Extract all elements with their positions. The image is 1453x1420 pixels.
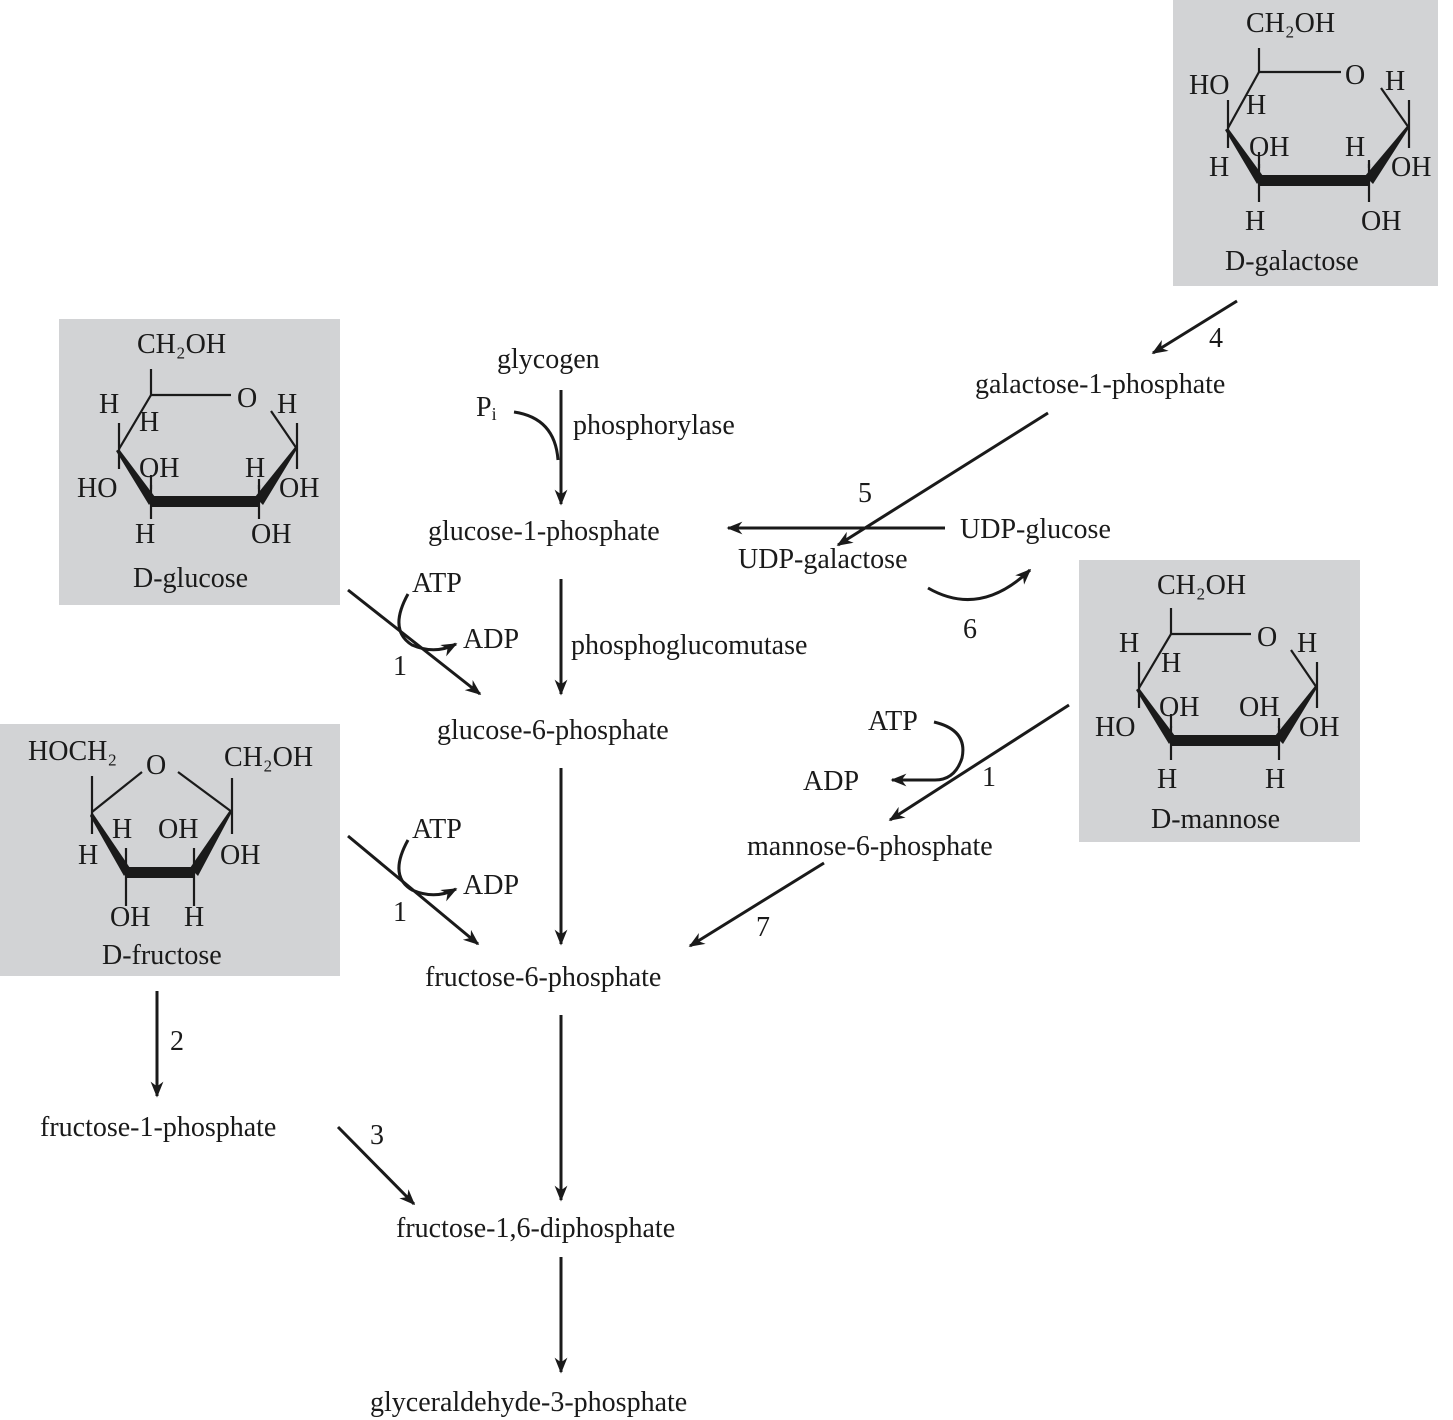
- fructose-ch2oh: CH₂OH: [224, 742, 314, 773]
- cofactor-adp-mannose: ADP: [803, 766, 860, 797]
- node-mannose-6-phosphate: mannose-6-phosphate: [747, 831, 993, 862]
- mannose-sub: OH: [1159, 692, 1200, 723]
- mannose-sub: OH: [1299, 712, 1340, 743]
- mannose-ring-icon: [1136, 608, 1319, 760]
- node-udp-galactose: UDP-galactose: [738, 544, 908, 575]
- mannose-sub: HO: [1095, 712, 1136, 743]
- fructose-sub: H: [78, 840, 99, 871]
- galactose-sub: H: [1245, 206, 1266, 237]
- cofactor-atp-fructose: ATP: [412, 814, 462, 845]
- glucose-sub: OH: [139, 453, 180, 484]
- glucose-ring-icon: [116, 369, 299, 519]
- mannose-ch2oh: CH₂OH: [1157, 570, 1247, 601]
- arrow-glucose-to-g6p: [347, 588, 482, 696]
- mannose-sub: H: [1161, 648, 1182, 679]
- mannose-sub: H: [1297, 628, 1318, 659]
- mannose-name: D-mannose: [1151, 804, 1281, 835]
- step-number-1-fructose: 1: [393, 897, 407, 928]
- galactose-sub: H: [1345, 132, 1366, 163]
- fructose-sub: OH: [110, 902, 151, 933]
- mannose-structure-box: CH₂OH O H H HO OH OH H OH H H D-mannose: [1079, 560, 1360, 842]
- cofactor-atp-mannose: ATP: [868, 706, 918, 737]
- galactose-sub: OH: [1249, 132, 1290, 163]
- arrow-gal1p-to-udpgal: [836, 411, 1049, 547]
- fructose-ring-icon: [90, 771, 234, 906]
- glucose-sub: OH: [251, 519, 292, 550]
- glucose-sub: H: [135, 519, 156, 550]
- node-glucose-1-phosphate: glucose-1-phosphate: [428, 516, 660, 547]
- galactose-sub: HO: [1189, 70, 1230, 101]
- step-number-7: 7: [756, 912, 770, 943]
- mannose-sub: H: [1119, 628, 1140, 659]
- arrow-pi-curve: [513, 410, 560, 461]
- galactose-name: D-galactose: [1225, 246, 1359, 277]
- arrow-f1p-to-f16dp: [336, 1125, 416, 1206]
- pi-subscript: i: [491, 404, 497, 424]
- mannose-sub: OH: [1239, 692, 1280, 723]
- arrow-atp-adp-fructose: [397, 839, 458, 902]
- galactose-sub: H: [1246, 90, 1267, 121]
- cofactor-atp-glucose: ATP: [412, 568, 462, 599]
- mannose-sub: H: [1265, 764, 1286, 795]
- glucose-sub: H: [99, 389, 120, 420]
- glucose-sub: H: [139, 407, 160, 438]
- mannose-sub: H: [1157, 764, 1178, 795]
- fructose-name: D-fructose: [102, 940, 222, 971]
- fructose-sub: H: [184, 902, 205, 933]
- node-glucose-6-phosphate: glucose-6-phosphate: [437, 715, 669, 746]
- glucose-sub: OH: [279, 473, 320, 504]
- fructose-sub: OH: [220, 840, 261, 871]
- fructose-hoch2: HOCH₂: [28, 738, 117, 766]
- step-number-5: 5: [858, 478, 872, 509]
- glucose-sub: H: [245, 453, 266, 484]
- step-number-2: 2: [170, 1026, 184, 1057]
- arrow-udpgal-to-udpglc: [927, 568, 1032, 602]
- arrow-atp-adp-mannose: [890, 720, 965, 787]
- galactose-ch2oh: CH₂OH: [1246, 8, 1336, 39]
- step-number-3: 3: [370, 1120, 384, 1151]
- step-number-1-mannose: 1: [982, 762, 996, 793]
- pi-label: P: [476, 392, 492, 423]
- step-number-4: 4: [1209, 323, 1223, 354]
- arrow-m6p-to-f6p: [688, 861, 825, 948]
- galactose-ring-o: O: [1345, 60, 1366, 91]
- mannose-ring-o: O: [1257, 622, 1278, 653]
- step-number-1-glucose: 1: [393, 651, 407, 682]
- node-fructose-1-6-diphosphate: fructose-1,6-diphosphate: [396, 1213, 676, 1244]
- step-number-6: 6: [963, 614, 977, 645]
- node-fructose-1-phosphate: fructose-1-phosphate: [40, 1112, 277, 1143]
- node-glycogen: glycogen: [497, 344, 600, 375]
- enzyme-phosphorylase: phosphorylase: [573, 410, 735, 441]
- fructose-hoch2-text: HOCH₂: [28, 736, 118, 767]
- fructose-sub: OH: [158, 814, 199, 845]
- glucose-name: D-glucose: [133, 563, 249, 594]
- enzyme-phosphoglucomutase: phosphoglucomutase: [571, 630, 808, 661]
- node-udp-glucose: UDP-glucose: [960, 514, 1111, 545]
- fructose-ring-o: O: [146, 750, 167, 781]
- galactose-sub: OH: [1391, 152, 1432, 183]
- galactose-sub: H: [1209, 152, 1230, 183]
- galactose-sub: H: [1385, 66, 1406, 97]
- glucose-sub: H: [277, 389, 298, 420]
- galactose-structure-box: CH₂OH O HO H H OH H OH H OH H D-galactos…: [1173, 0, 1438, 286]
- glucose-ch2oh: CH₂OH: [137, 329, 227, 360]
- arrow-mannose-to-m6p: [888, 703, 1070, 822]
- node-fructose-6-phosphate: fructose-6-phosphate: [425, 962, 662, 993]
- cofactor-adp-glucose: ADP: [463, 624, 520, 655]
- arrow-galactose-to-gal1p: [1151, 299, 1238, 355]
- arrow-atp-adp-glucose: [397, 593, 458, 657]
- cofactor-adp-fructose: ADP: [463, 870, 520, 901]
- galactose-ring-icon: [1225, 48, 1411, 202]
- glucose-ring-o: O: [237, 383, 258, 414]
- fructose-sub: H: [112, 814, 133, 845]
- node-pi: Pi: [476, 392, 497, 424]
- glucose-sub: HO: [77, 473, 118, 504]
- node-glyceraldehyde-3-phosphate: glyceraldehyde-3-phosphate: [370, 1387, 688, 1418]
- galactose-sub: OH: [1361, 206, 1402, 237]
- glucose-structure-box: CH₂OH O H H HO OH H H OH H OH D-glucose: [59, 319, 340, 605]
- node-galactose-1-phosphate: galactose-1-phosphate: [975, 369, 1226, 400]
- fructose-structure-box: HOCH₂ O CH₂OH H OH H OH OH H D-fructose: [0, 724, 340, 976]
